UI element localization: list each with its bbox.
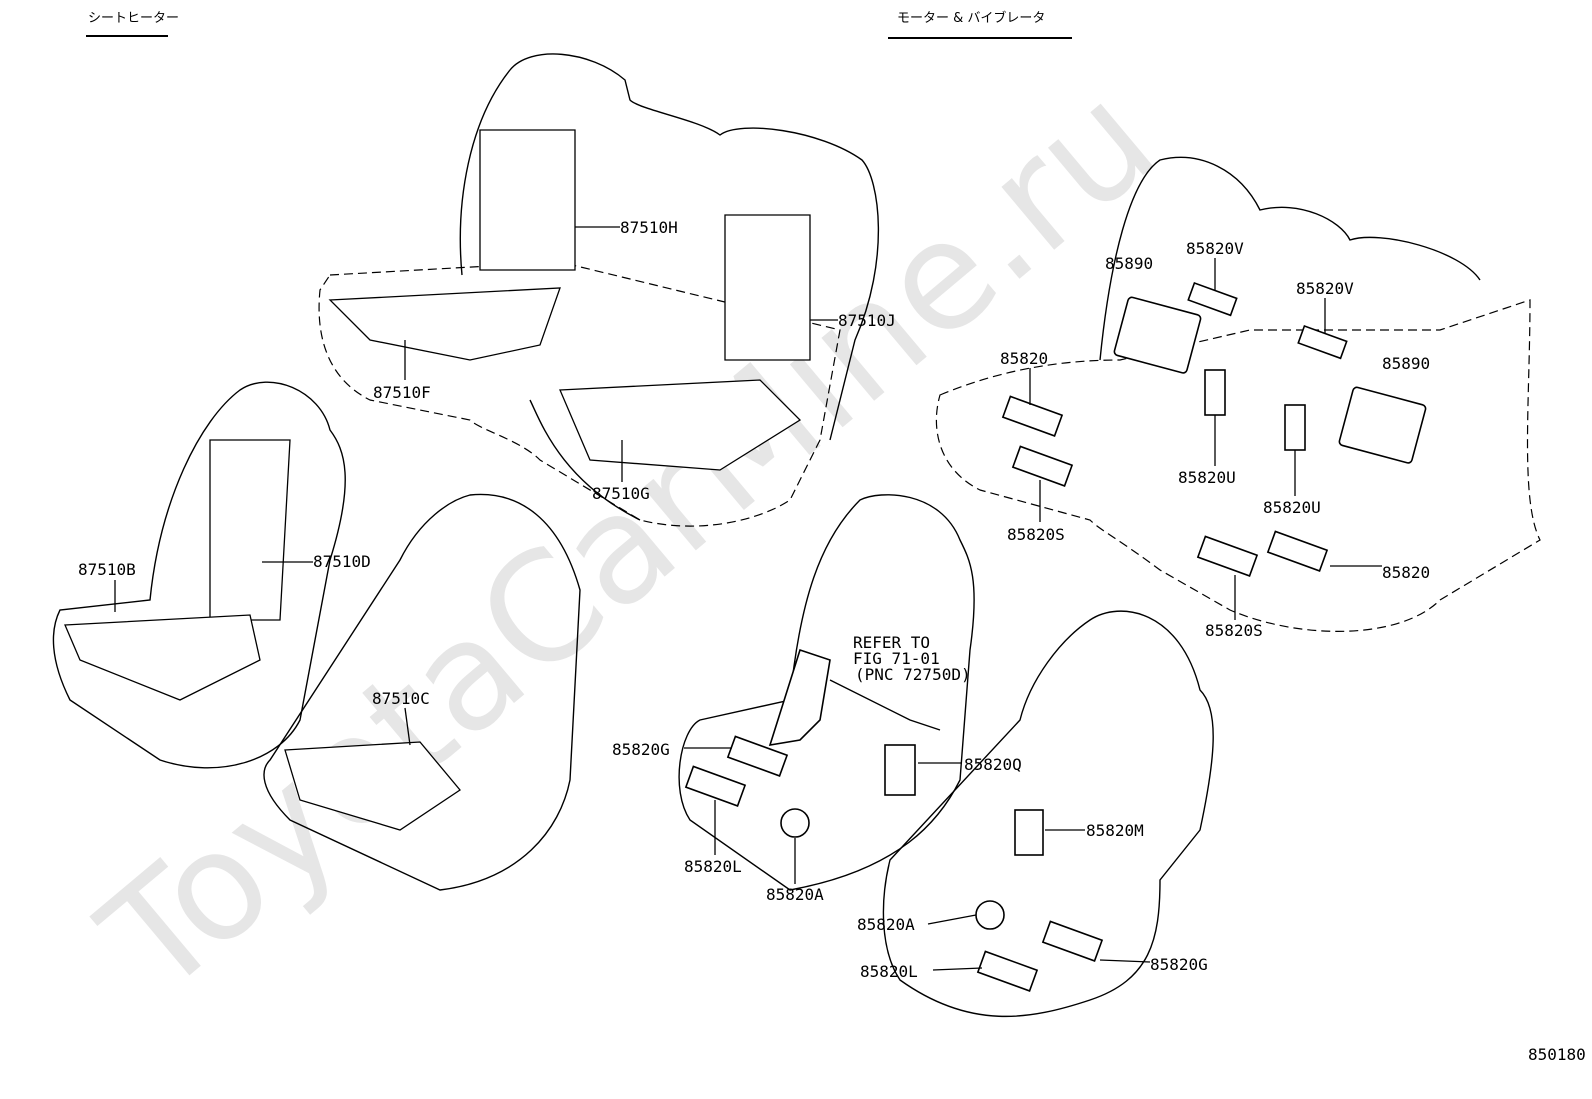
- rear-motor-seat-illustration: [935, 156, 1541, 632]
- motor-85820v-2: [1297, 324, 1348, 360]
- ecu-85890-left: [1113, 296, 1202, 374]
- motor-85820-1: [1001, 395, 1064, 437]
- front-motor-seat-illustration: [678, 494, 1214, 1018]
- reference-line-2: FIG 71-01: [853, 649, 940, 668]
- motor-85820l-2: [976, 950, 1039, 992]
- motor-85820s-1: [1011, 445, 1074, 487]
- motor-85820v-1: [1187, 281, 1238, 317]
- label-85820v: 85820V: [1296, 279, 1354, 298]
- label-85820v: 85820V: [1186, 239, 1244, 258]
- front-seat-heater-illustration: [52, 381, 581, 891]
- label-85820g: 85820G: [1150, 955, 1208, 974]
- motor-85820l-1: [684, 765, 747, 807]
- recliner-mechanism: [768, 648, 831, 747]
- motor-85820m: [1014, 809, 1044, 856]
- motor-85820g-2: [1041, 920, 1104, 962]
- label-85820: 85820: [1382, 563, 1430, 582]
- label-87510g: 87510G: [592, 484, 650, 503]
- motor-85820u-2: [1284, 404, 1306, 451]
- component-parts: [684, 281, 1427, 992]
- header-motor-vibrator: モーター & バイブレータ: [897, 10, 1045, 26]
- label-85820s: 85820S: [1205, 621, 1263, 640]
- label-85890: 85890: [1105, 254, 1153, 273]
- motor-85820q: [884, 744, 916, 796]
- label-85820a: 85820A: [766, 885, 824, 904]
- label-87510f: 87510F: [373, 383, 431, 402]
- label-85820l: 85820L: [860, 962, 918, 981]
- part-labels: 87510H 87510J 87510F 87510G 87510B 87510…: [78, 218, 1586, 1064]
- label-87510c: 87510C: [372, 689, 430, 708]
- label-87510j: 87510J: [838, 311, 896, 330]
- label-87510d: 87510D: [313, 552, 371, 571]
- label-85890: 85890: [1382, 354, 1430, 373]
- label-85820q: 85820Q: [964, 755, 1022, 774]
- label-85820u: 85820U: [1263, 498, 1321, 517]
- motor-85820u-1: [1204, 369, 1226, 416]
- label-85820a: 85820A: [857, 915, 915, 934]
- label-85820g: 85820G: [612, 740, 670, 759]
- label-87510h: 87510H: [620, 218, 678, 237]
- diagram-number: 850180: [1528, 1045, 1586, 1064]
- reference-line-1: REFER TO: [853, 633, 930, 652]
- label-85820m: 85820M: [1086, 821, 1144, 840]
- label-85820: 85820: [1000, 349, 1048, 368]
- label-85820u: 85820U: [1178, 468, 1236, 487]
- rear-seat-heater-illustration: [318, 53, 880, 527]
- label-85820l: 85820L: [684, 857, 742, 876]
- motor-85820a-1: [780, 808, 810, 838]
- leader-lines: [114, 226, 1382, 971]
- ecu-85890-right: [1338, 386, 1427, 464]
- reference-line-3: (PNC 72750D): [855, 665, 971, 684]
- label-85820s: 85820S: [1007, 525, 1065, 544]
- motor-85820a-2: [975, 900, 1005, 930]
- label-87510b: 87510B: [78, 560, 136, 579]
- motor-85820g-1: [726, 735, 789, 777]
- motor-85820s-2: [1196, 535, 1259, 577]
- header-seat-heater: シートヒーター: [88, 11, 179, 26]
- motor-85820-2: [1266, 530, 1329, 572]
